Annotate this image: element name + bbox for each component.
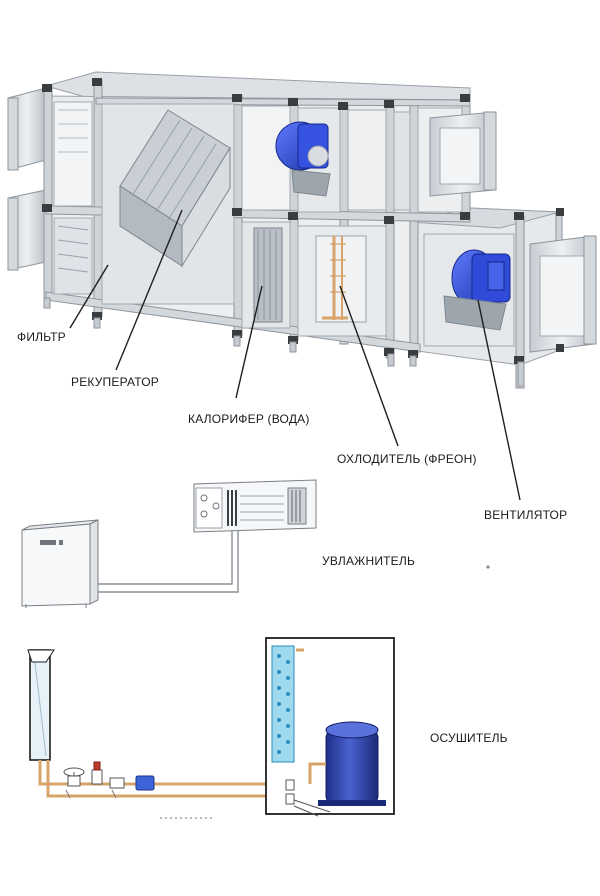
label-cooler: ОХЛОДИТЕЛЬ (ФРЕОН) — [337, 452, 477, 466]
dehumidifier-assembly — [28, 638, 394, 818]
right-duct-upper — [430, 112, 496, 196]
filter-drier — [136, 776, 154, 790]
filter-upper-cell — [54, 102, 92, 206]
humidifier-manifold — [194, 480, 316, 532]
left-duct-lower — [8, 190, 46, 270]
speck — [486, 565, 489, 568]
label-fan: ВЕНТИЛЯТОР — [484, 508, 567, 522]
evaporator-panel — [28, 650, 54, 760]
air-handling-unit — [8, 72, 596, 388]
left-duct-upper — [8, 88, 46, 170]
sight-glass — [110, 778, 124, 788]
label-recuperator: РЕКУПЕРАТОР — [71, 375, 159, 389]
humidifier-hoses — [98, 526, 238, 592]
heater-coil — [254, 228, 282, 322]
humidifier-control-box — [22, 520, 98, 608]
humidifier-assembly — [22, 480, 316, 608]
label-humidifier: УВЛАЖНИТЕЛЬ — [322, 554, 415, 568]
label-dehumidifier: ОСУШИТЕЛЬ — [430, 731, 508, 745]
label-filter: ФИЛЬТР — [17, 330, 66, 344]
solenoid-valve — [92, 762, 102, 784]
label-heater: КАЛОРИФЕР (ВОДА) — [188, 412, 310, 426]
cooler-coil — [316, 236, 366, 322]
right-duct-lower — [530, 236, 596, 352]
